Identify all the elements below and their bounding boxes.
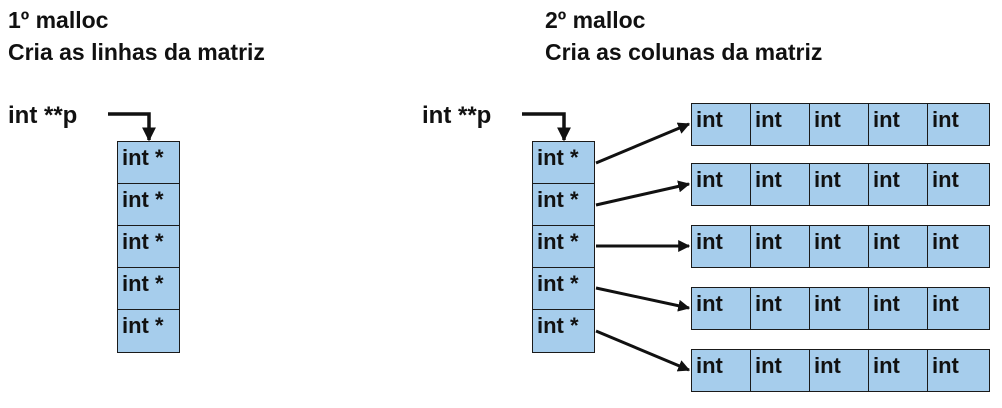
right-title-line1: 2º malloc: [545, 7, 646, 33]
column-cell: int: [868, 163, 929, 206]
right-row-cell: int *: [532, 141, 595, 185]
right-title-line2: Cria as colunas da matriz: [545, 39, 823, 65]
row-0-to-columns-arrow: [595, 122, 691, 165]
column-cell: int: [809, 287, 870, 330]
left-row-cell: int *: [117, 183, 180, 227]
column-cell: int: [809, 103, 870, 146]
row-1-to-columns-arrow: [595, 180, 691, 207]
left-row-cell: int *: [117, 309, 180, 353]
right-pointer-arrow: [522, 112, 571, 142]
left-title-line1: 1º malloc: [8, 7, 109, 33]
column-cell: int: [927, 349, 990, 392]
column-cell: int: [691, 103, 752, 146]
column-cell: int: [868, 349, 929, 392]
column-cell: int: [868, 103, 929, 146]
left-title-line2: Cria as linhas da matriz: [8, 39, 265, 65]
column-cell: int: [927, 225, 990, 268]
column-cell: int: [750, 163, 811, 206]
column-cell: int: [691, 349, 752, 392]
right-row-cell: int *: [532, 225, 595, 269]
right-row-cell: int *: [532, 309, 595, 353]
column-cell: int: [927, 103, 990, 146]
column-cell: int: [691, 225, 752, 268]
column-cell: int: [691, 163, 752, 206]
column-cell: int: [927, 163, 990, 206]
row-3-to-columns-arrow: [595, 286, 691, 312]
column-cell: int: [750, 225, 811, 268]
right-row-cell: int *: [532, 267, 595, 311]
column-cell: int: [809, 225, 870, 268]
left-row-cell: int *: [117, 225, 180, 269]
left-pointer-label: int **p: [8, 102, 78, 129]
right-pointer-label: int **p: [422, 102, 492, 129]
column-cell: int: [691, 287, 752, 330]
column-cell: int: [750, 349, 811, 392]
column-cell: int: [868, 225, 929, 268]
row-4-to-columns-arrow: [595, 329, 691, 372]
left-pointer-arrow: [108, 112, 156, 142]
right-row-cell: int *: [532, 183, 595, 227]
column-cell: int: [868, 287, 929, 330]
column-cell: int: [927, 287, 990, 330]
left-row-cell: int *: [117, 267, 180, 311]
